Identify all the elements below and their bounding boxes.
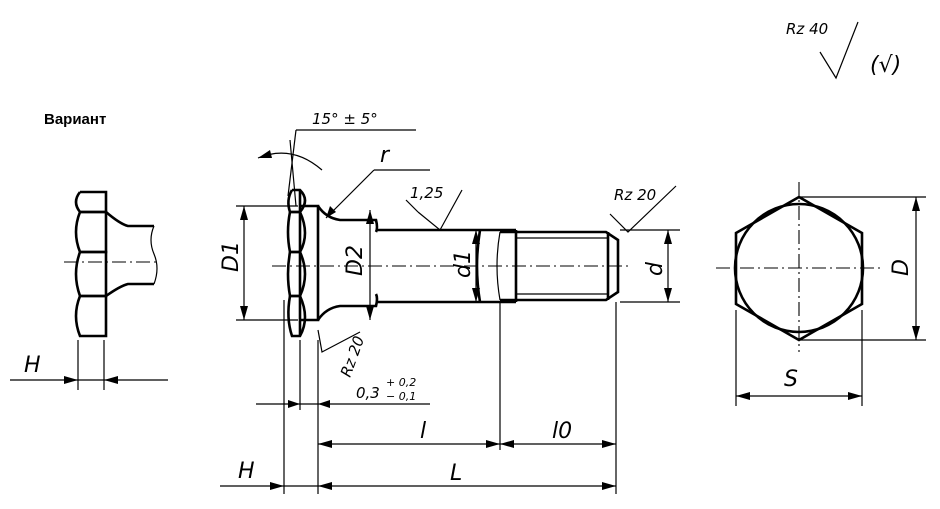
dim-D2-label: D2 — [343, 245, 368, 276]
main-view: D1 D2 d1 d 15° ± 5° r 1,25 — [219, 110, 680, 494]
roughness-shank-label: 1,25 — [410, 184, 443, 202]
angle-label: 15° ± 5° — [312, 110, 378, 128]
dim-d-label: d — [643, 261, 668, 276]
variant-title: Вариант — [44, 111, 106, 128]
dim-l0-label: l0 — [552, 419, 572, 444]
roughness-thread-label: Rz 20 — [614, 186, 656, 204]
roughness-head-label: Rz 20 — [337, 334, 368, 380]
dim-l-label: l — [420, 419, 426, 444]
variant-H-label: H — [24, 353, 41, 378]
r-label: r — [380, 143, 391, 168]
variant-view: Вариант H — [10, 111, 168, 390]
dim-d1-label: d1 — [451, 250, 476, 278]
dim-D-label: D — [889, 259, 914, 276]
roughness-other-label: (√) — [870, 53, 901, 78]
tolerance-upper-label: + 0,2 — [386, 376, 416, 389]
tolerance-main-label: 0,3 — [356, 384, 380, 402]
end-view: D S — [716, 182, 926, 406]
tolerance-lower-label: − 0,1 — [386, 390, 416, 403]
dim-H-label: H — [238, 459, 255, 484]
roughness-general-label: Rz 40 — [786, 20, 828, 38]
roughness-symbol-general: Rz 40 (√) — [786, 20, 901, 80]
dim-D1-label: D1 — [219, 241, 244, 272]
dim-L-label: L — [450, 461, 462, 486]
dim-S-label: S — [784, 367, 798, 392]
